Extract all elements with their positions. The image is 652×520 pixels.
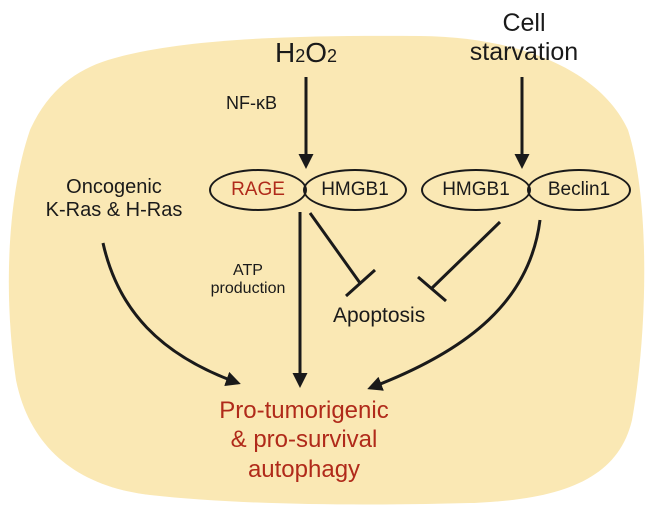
- h2o2-label: H2O2: [274, 37, 338, 68]
- nfkb-label: NF-κB: [226, 93, 277, 113]
- hmgb1-right-node: HMGB1: [421, 169, 531, 211]
- arrow-beclin1-to-autophagy: [367, 219, 542, 391]
- inhibit-hmgb1-left-apoptosis: [308, 212, 362, 284]
- inhibit-bar-left: [344, 268, 377, 298]
- arrow-oncogenic-to-autophagy: [101, 242, 241, 386]
- hmgb1-left-node: HMGB1: [303, 169, 407, 211]
- cell-starvation-label: Cell starvation: [469, 9, 579, 66]
- apoptosis-label: Apoptosis: [333, 304, 426, 327]
- autophagy-outcome-label: Pro-tumorigenic & pro-survival autophagy: [219, 397, 389, 483]
- rage-node: RAGE: [209, 169, 307, 211]
- beclin1-node: Beclin1: [527, 169, 631, 211]
- cell-background: [8, 35, 645, 505]
- atp-production-label: ATP production: [210, 262, 286, 298]
- inhibit-bar-right: [417, 275, 447, 303]
- oncogenic-ras-label: Oncogenic K-Ras & H-Ras: [45, 176, 183, 221]
- inhibit-hmgb1-right-apoptosis: [430, 220, 502, 290]
